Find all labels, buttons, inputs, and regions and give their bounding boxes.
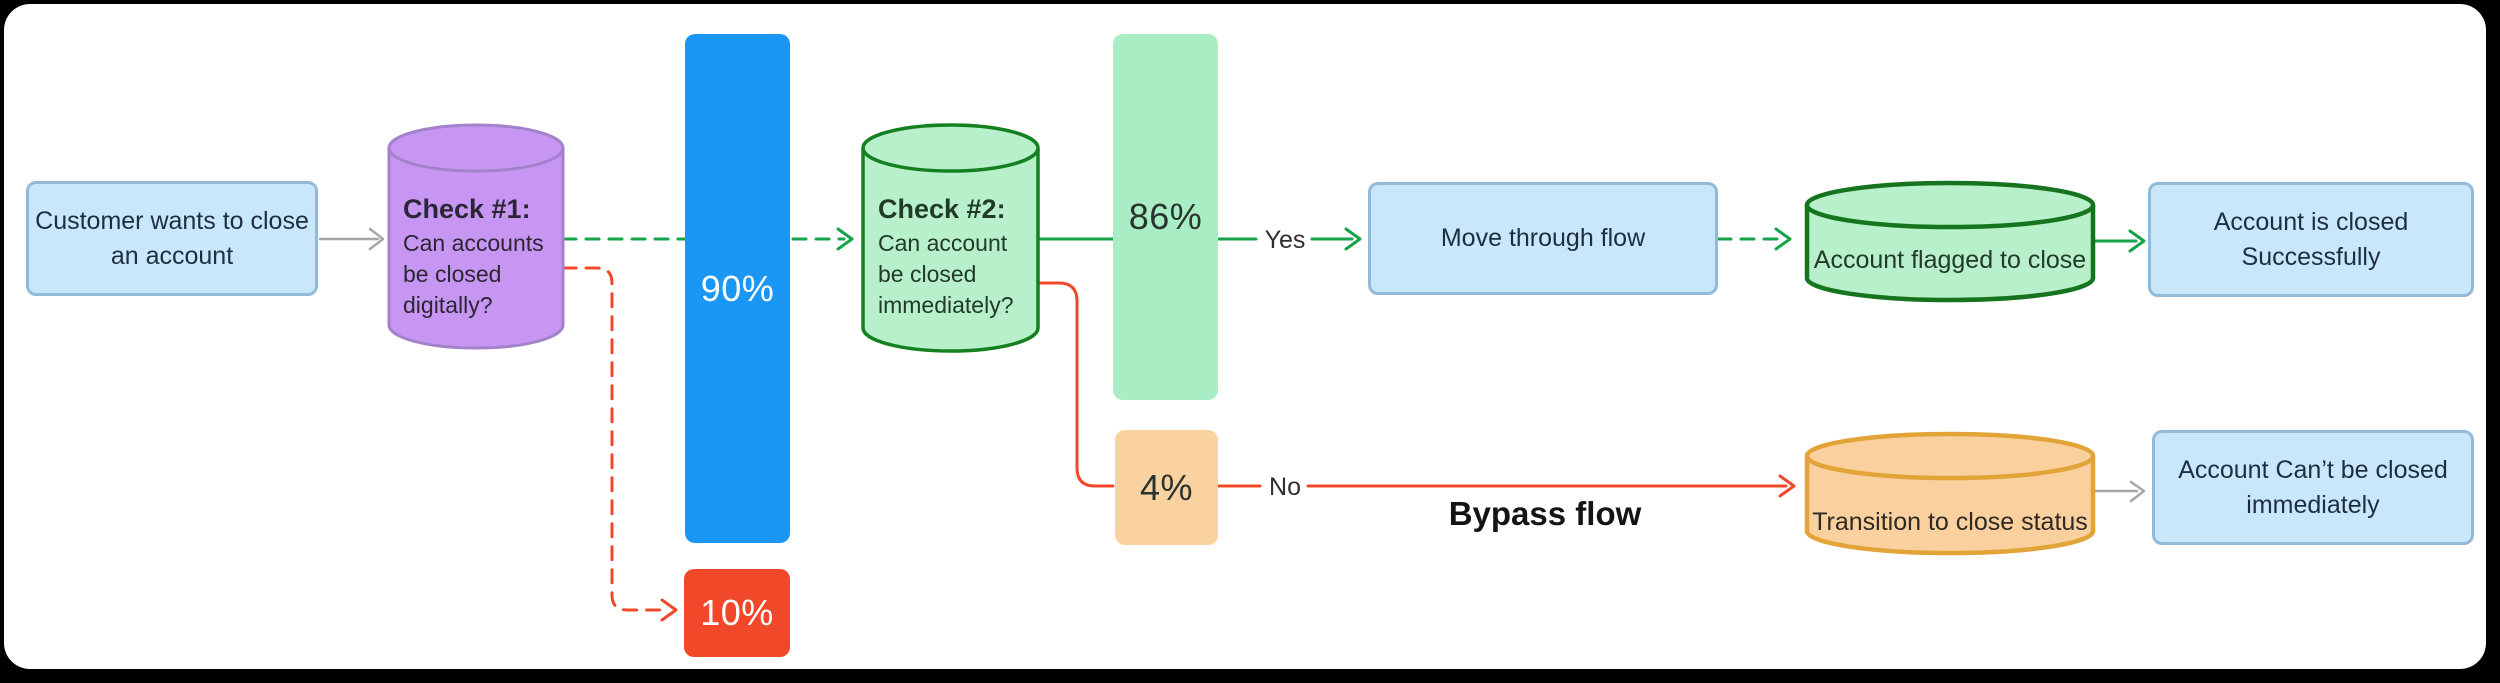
edge-check1-to-10pct: [561, 266, 670, 612]
flagged-cylinder-top: [1804, 180, 2096, 230]
arrowhead-flagged-to-closed: [2128, 229, 2146, 253]
check2-line-2: be closed: [878, 261, 977, 287]
bar-86-percent: 86%: [1113, 34, 1218, 400]
edge-check2-to-4pct: [1036, 281, 1115, 488]
check1-line-2: be closed: [403, 261, 502, 287]
account-closed-line-1: Account is closed: [2213, 207, 2409, 236]
check1-text: Check #1: Can accounts be closed digital…: [403, 190, 578, 321]
bar-10-label: 10%: [700, 592, 774, 633]
node-customer-request-text: Customer wants to close an account: [35, 204, 309, 274]
bar-86-label: 86%: [1128, 196, 1203, 237]
arrowhead-customer-to-check1: [368, 227, 385, 251]
edge-label-yes: Yes: [1264, 226, 1306, 254]
bar-4-percent: 4%: [1115, 430, 1218, 545]
edge-label-no: No: [1269, 473, 1301, 501]
node-customer-request: Customer wants to close an account: [26, 181, 318, 296]
node-account-cant-close-text: Account Can’t be closed immediately: [2178, 453, 2448, 523]
move-through-flow-label: Move through flow: [1440, 224, 1646, 252]
node-move-through-flow: Move through flow: [1368, 182, 1718, 295]
check2-line-1: Can account: [878, 230, 1008, 256]
flagged-cylinder: [1804, 180, 2096, 303]
bar-90-label: 90%: [700, 267, 775, 309]
transition-cylinder: [1804, 431, 2096, 556]
check1-line-3: digitally?: [403, 292, 493, 318]
check1-cylinder-top: [387, 123, 565, 173]
transition-cylinder-top: [1804, 431, 2096, 481]
transition-cylinder-body: [1804, 456, 2096, 556]
check2-cylinder-body: [861, 148, 1040, 353]
check1-line-1: Can accounts: [403, 230, 544, 256]
account-cant-line-2: immediately: [2246, 490, 2380, 519]
node-account-cant-close: Account Can’t be closed immediately: [2152, 430, 2474, 545]
check2-cylinder-top: [861, 123, 1040, 173]
account-closed-line-2: Successfully: [2241, 242, 2381, 271]
arrowhead-yes-to-move: [1344, 227, 1362, 251]
node-account-closed: Account is closed Successfully: [2148, 182, 2474, 297]
node-account-closed-text: Account is closed Successfully: [2214, 205, 2409, 275]
arrowhead-check1-to-10pct: [660, 598, 678, 622]
check2-title: Check #2:: [878, 194, 1006, 224]
check2-line-3: immediately?: [878, 292, 1014, 318]
arrowhead-no-to-transition: [1778, 474, 1796, 498]
flagged-cylinder-body: [1804, 205, 2096, 303]
bar-4-label: 4%: [1139, 466, 1194, 508]
arrowhead-move-to-flagged: [1774, 227, 1792, 251]
check1-cylinder: [387, 123, 565, 350]
edge-label-bypass-flow: Bypass flow: [1448, 495, 1642, 532]
account-flagged-label: Account flagged to close: [1813, 246, 2087, 274]
check1-cylinder-body: [387, 148, 565, 350]
bar-90-percent: 90%: [685, 34, 790, 543]
bar-10-percent: 10%: [684, 569, 790, 657]
check1-title: Check #1:: [403, 194, 531, 224]
check2-text: Check #2: Can account be closed immediat…: [878, 190, 1053, 321]
arrowhead-transition-to-cant: [2129, 480, 2146, 503]
transition-close-label: Transition to close status: [1812, 508, 2088, 536]
customer-line-1: Customer wants to close: [35, 206, 309, 235]
customer-line-2: an account: [110, 241, 234, 270]
account-cant-line-1: Account Can’t be closed: [2178, 455, 2448, 484]
arrowhead-check1-to-check2: [836, 227, 854, 251]
check2-cylinder: [861, 123, 1040, 353]
